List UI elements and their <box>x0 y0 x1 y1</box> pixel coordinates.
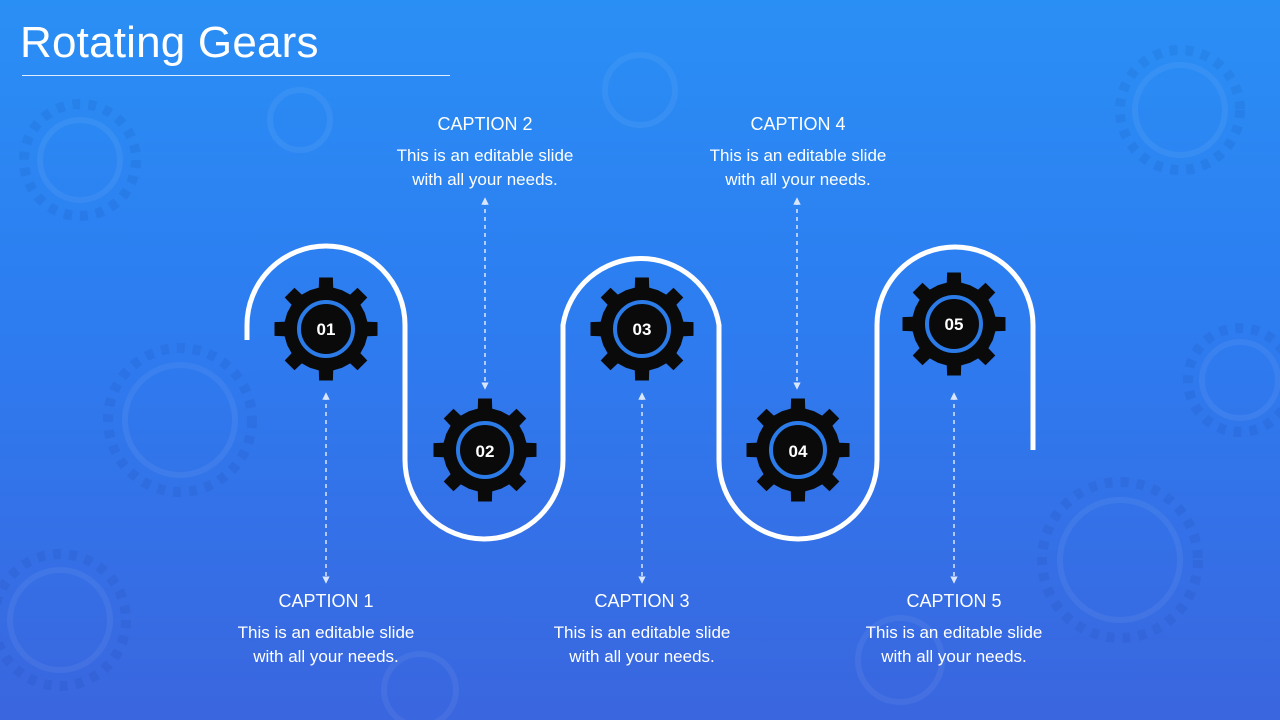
caption-block-4: CAPTION 4 This is an editable slide with… <box>678 113 918 192</box>
gear-hub <box>464 429 506 471</box>
caption-title: CAPTION 4 <box>750 114 846 134</box>
caption-block-5: CAPTION 5 This is an editable slide with… <box>834 590 1074 669</box>
gear-number-01: 01 <box>317 320 336 339</box>
gear-icon <box>274 277 378 381</box>
caption-text: This is an editable slide with all your … <box>678 144 918 192</box>
gear-ring <box>925 295 983 353</box>
caption-title: CAPTION 2 <box>437 114 533 134</box>
caption-text-line: This is an editable slide <box>553 623 731 642</box>
gear-icon <box>746 398 850 502</box>
title-underline <box>22 75 450 76</box>
caption-text: This is an editable slide with all your … <box>834 621 1074 669</box>
gear-ring <box>769 421 827 479</box>
gear-icon <box>902 272 1006 376</box>
caption-block-1: CAPTION 1 This is an editable slide with… <box>206 590 446 669</box>
gear-icon <box>433 398 537 502</box>
caption-text-line: with all your needs. <box>725 170 871 189</box>
caption-title: CAPTION 3 <box>594 591 690 611</box>
caption-text-line: with all your needs. <box>253 647 399 666</box>
gear-number-04: 04 <box>789 442 808 461</box>
caption-text-line: This is an editable slide <box>709 146 887 165</box>
gear-number-05: 05 <box>945 315 964 334</box>
gear-number-03: 03 <box>633 320 652 339</box>
gear-hub <box>777 429 819 471</box>
gear-icon <box>590 277 694 381</box>
caption-block-3: CAPTION 3 This is an editable slide with… <box>522 590 762 669</box>
caption-text-line: with all your needs. <box>881 647 1027 666</box>
gear-hub <box>305 308 347 350</box>
gear-number-02: 02 <box>476 442 495 461</box>
caption-text-line: with all your needs. <box>569 647 715 666</box>
gear-ring <box>456 421 514 479</box>
caption-text: This is an editable slide with all your … <box>522 621 762 669</box>
gear-ring <box>297 300 355 358</box>
caption-text: This is an editable slide with all your … <box>206 621 446 669</box>
gear-hub <box>621 308 663 350</box>
gear-ring <box>613 300 671 358</box>
caption-text-line: This is an editable slide <box>396 146 574 165</box>
caption-text: This is an editable slide with all your … <box>365 144 605 192</box>
caption-block-2: CAPTION 2 This is an editable slide with… <box>365 113 605 192</box>
caption-text-line: This is an editable slide <box>237 623 415 642</box>
gear-hub <box>933 303 975 345</box>
serpentine-path <box>244 243 1036 542</box>
caption-title: CAPTION 5 <box>906 591 1002 611</box>
caption-text-line: This is an editable slide <box>865 623 1043 642</box>
caption-text-line: with all your needs. <box>412 170 558 189</box>
page-title: Rotating Gears <box>20 18 319 67</box>
caption-title: CAPTION 1 <box>278 591 374 611</box>
